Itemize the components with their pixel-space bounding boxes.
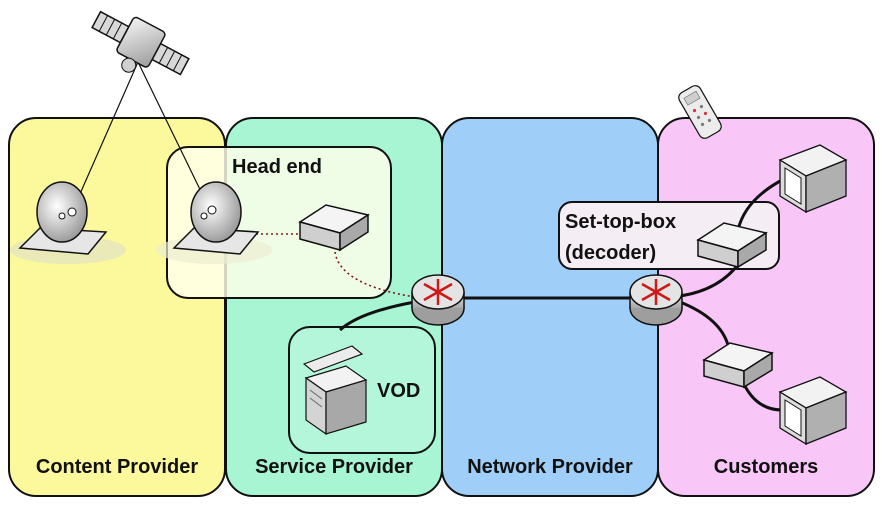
set-top-box-label: Set-top-box xyxy=(565,211,677,233)
set-top-box-icon xyxy=(696,222,768,269)
tv-monitor-icon-2 xyxy=(778,376,848,446)
head-end-encoder-icon xyxy=(298,204,370,252)
tv-monitor-icon xyxy=(778,144,848,214)
vod-label: VOD xyxy=(377,380,421,402)
satellite-link-lines xyxy=(71,61,211,213)
zone-label-service-provider: Service Provider xyxy=(255,456,413,478)
customer-router-icon xyxy=(629,274,683,326)
satellite-icon xyxy=(91,10,190,76)
vod-server-icon xyxy=(302,345,368,436)
head-end-label: Head end xyxy=(232,156,323,178)
zone-label-content-provider: Content Provider xyxy=(35,456,199,478)
decoder-label: (decoder) xyxy=(565,242,657,264)
satellite-dish-icon xyxy=(10,181,126,264)
zone-label-network-provider: Network Provider xyxy=(467,456,633,478)
zone-label-customers: Customers xyxy=(713,456,819,478)
zone-network-provider: Network Provider xyxy=(441,117,659,497)
remote-control-icon xyxy=(678,85,722,139)
network-links xyxy=(338,178,783,412)
router-icon xyxy=(411,274,465,326)
customer-decoder-icon xyxy=(702,342,774,389)
head-end-dish-icon xyxy=(156,181,272,264)
